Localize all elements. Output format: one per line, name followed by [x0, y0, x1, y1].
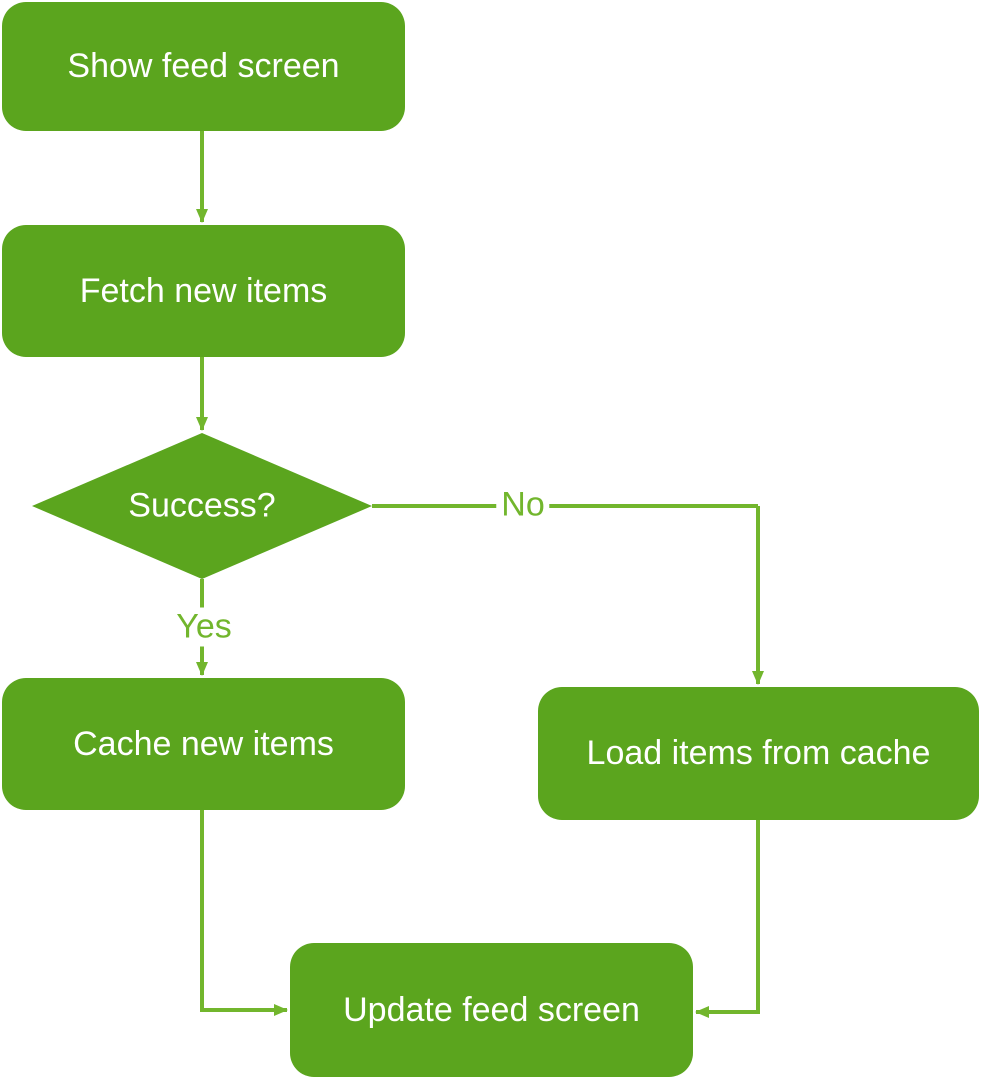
edge-cache-to-update [200, 810, 288, 1016]
node-load-items-from-cache[interactable]: Load items from cache [538, 687, 979, 820]
node-success-label: Success? [128, 486, 276, 525]
node-cache-new-items[interactable]: Cache new items [2, 678, 405, 810]
node-update-feed-screen-label: Update feed screen [343, 990, 640, 1029]
node-fetch-new-items[interactable]: Fetch new items [2, 225, 405, 357]
node-load-items-from-cache-label: Load items from cache [586, 734, 931, 773]
edge-load-to-update [695, 820, 760, 1018]
node-cache-new-items-label: Cache new items [73, 724, 334, 763]
node-show-feed-screen-label: Show feed screen [67, 47, 340, 86]
edge-label-no: No [496, 485, 550, 525]
node-fetch-new-items-label: Fetch new items [79, 271, 328, 310]
node-show-feed-screen[interactable]: Show feed screen [2, 2, 405, 131]
decision-success-shape[interactable] [32, 433, 372, 579]
edge-label-yes: Yes [171, 607, 237, 647]
node-update-feed-screen[interactable]: Update feed screen [290, 943, 693, 1077]
